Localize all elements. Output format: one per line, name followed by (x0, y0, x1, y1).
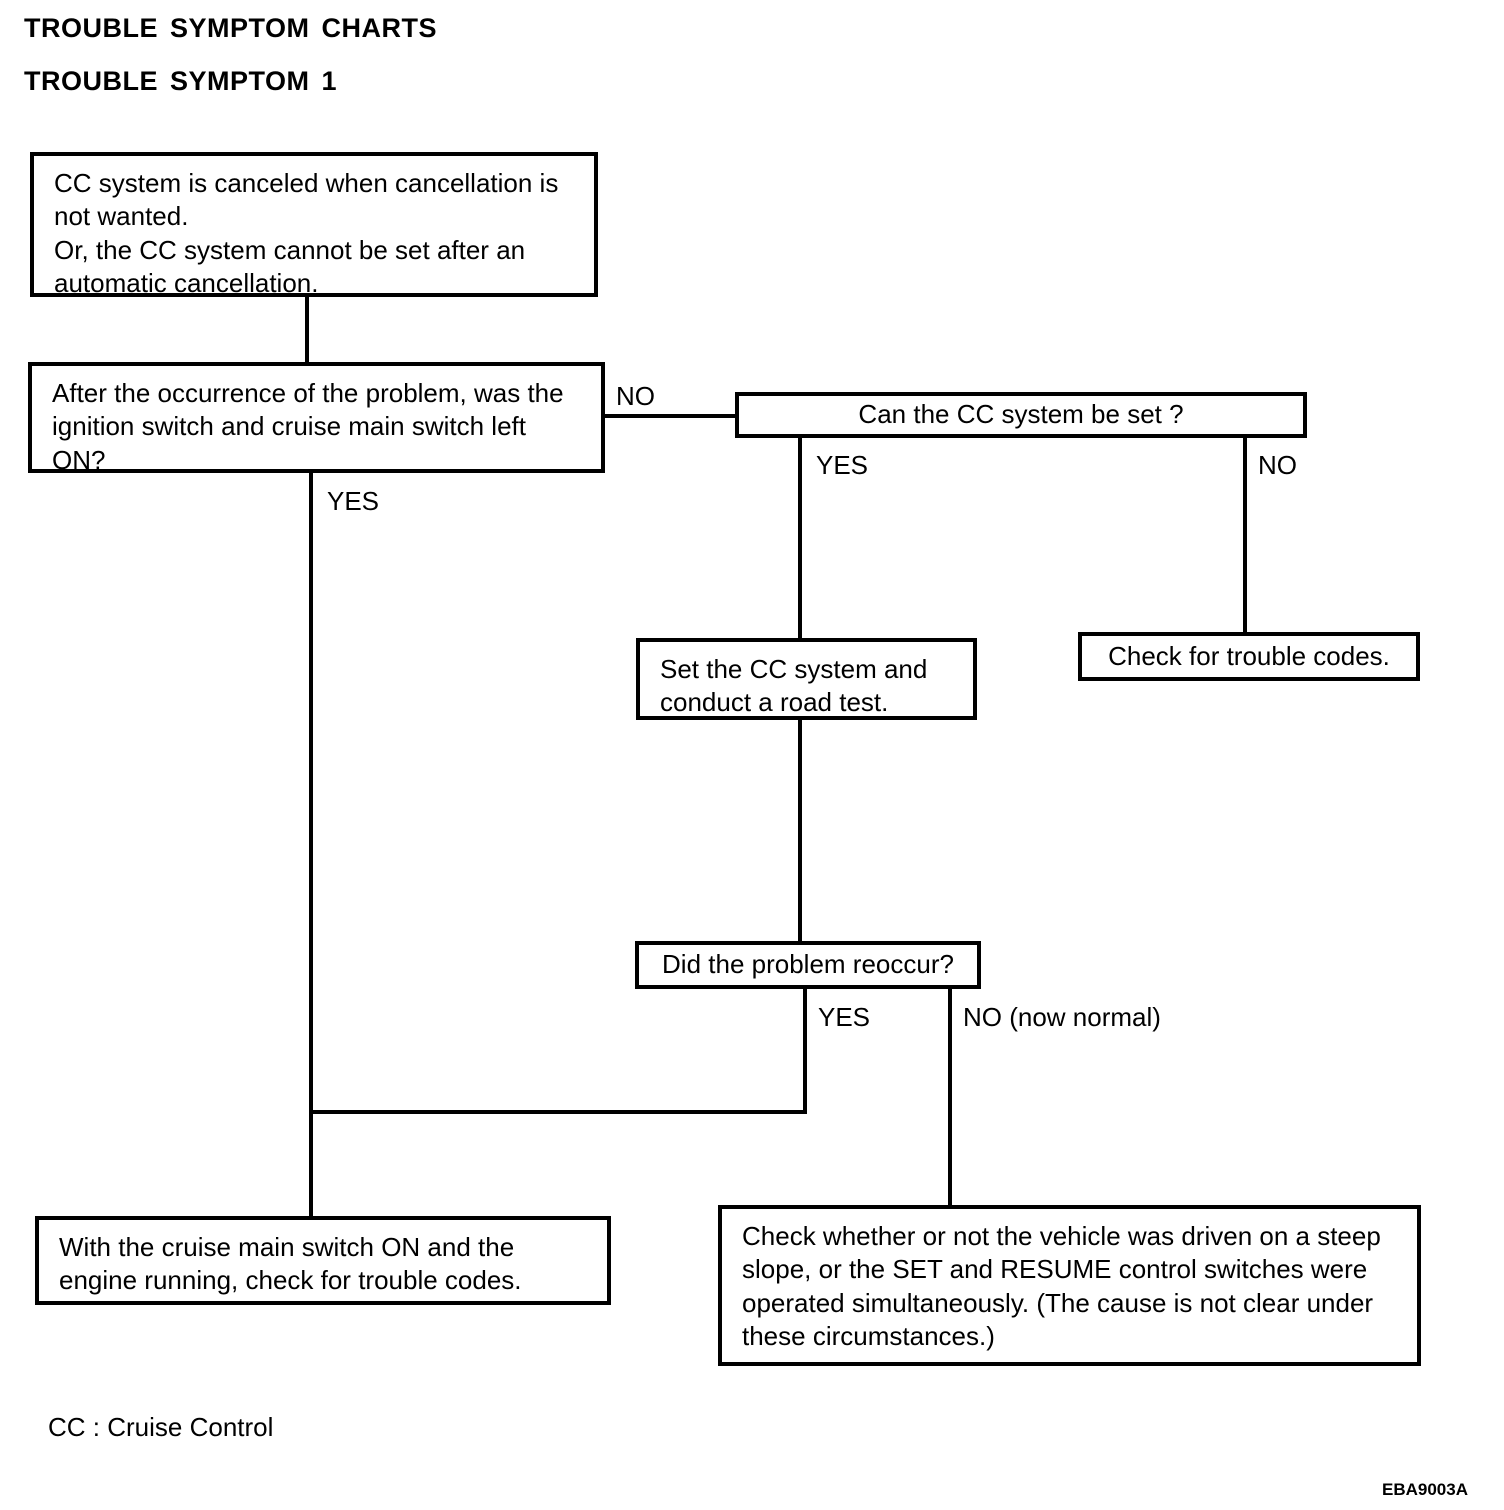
connector-ignition-no-to-canset (605, 414, 735, 418)
edge-label-ignition-no: NO (616, 381, 655, 411)
flowchart-node-cruise-main-switch-check: With the cruise main switch ON and the e… (35, 1216, 611, 1305)
connector-reoccur-yes-merge (309, 1110, 807, 1114)
connector-reoccur-yes-down (803, 989, 807, 1114)
flowchart-node-symptom-statement: CC system is canceled when cancellation … (30, 152, 598, 298)
connector-roadtest-to-reoccur (798, 720, 802, 941)
flowchart-node-steep-slope-check: Check whether or not the vehicle was dri… (718, 1205, 1421, 1366)
edge-label-reoccur-yes: YES (818, 1002, 871, 1032)
edge-label-canset-yes: YES (816, 450, 869, 480)
page-title: TROUBLE SYMPTOM CHARTS (24, 13, 438, 43)
chart-subtitle: TROUBLE SYMPTOM 1 (24, 66, 338, 96)
connector-canset-yes-to-roadtest (798, 438, 802, 638)
edge-label-canset-no: NO (1258, 450, 1297, 480)
edge-label-reoccur-no: NO (now normal) (963, 1002, 1161, 1032)
edge-label-ignition-yes: YES (327, 486, 380, 516)
flowchart-node-set-cc-road-test: Set the CC system and conduct a road tes… (636, 638, 977, 720)
connector-ignition-yes-down (309, 473, 313, 1216)
flowchart-node-check-trouble-codes: Check for trouble codes. (1078, 632, 1420, 681)
connector-symptom-to-ignition (305, 296, 309, 362)
flowchart-node-problem-reoccur-question: Did the problem reoccur? (635, 941, 981, 989)
flowchart-node-can-cc-be-set-question: Can the CC system be set ? (735, 392, 1307, 438)
flowchart-node-ignition-switch-question: After the occurrence of the problem, was… (28, 362, 605, 475)
connector-canset-no-to-checkcodes (1243, 438, 1247, 632)
connector-reoccur-no-to-slopecheck (948, 989, 952, 1205)
legend-note: CC : Cruise Control (48, 1412, 274, 1442)
figure-code: EBA9003A (1382, 1480, 1468, 1499)
